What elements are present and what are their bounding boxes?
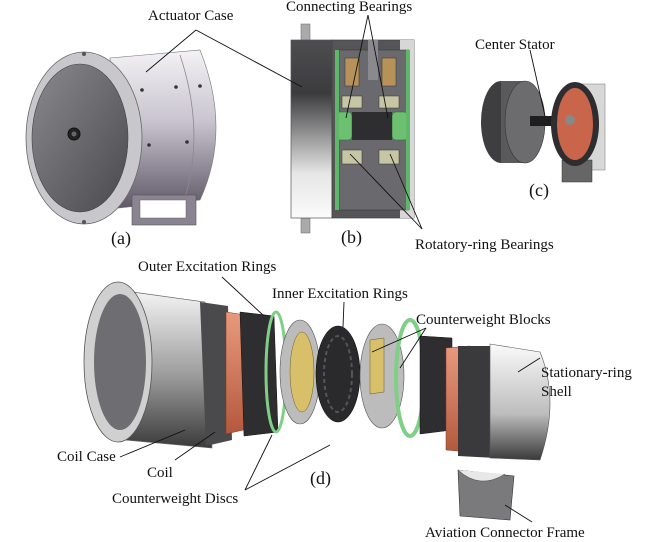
leader-lines	[119, 14, 546, 523]
panel-c-center-stator	[481, 80, 606, 183]
label-connecting-bearings: Connecting Bearings	[286, 0, 413, 15]
outer-excitation-ring-left	[239, 311, 279, 437]
label-outer-excitation-rings: Outer Excitation Rings	[138, 259, 277, 275]
label-counterweight-discs: Counterweight Discs	[112, 491, 239, 507]
leader-actuator-case-a	[145, 29, 197, 73]
stator-shaft	[530, 116, 570, 126]
panel-b-section-view	[290, 23, 415, 234]
leader-aviation-frame	[504, 504, 533, 523]
label-actuator-case: Actuator Case	[148, 8, 234, 24]
actuator-face	[31, 63, 129, 213]
section-rotatory-bearing-right	[378, 149, 400, 165]
leader-shell	[517, 357, 541, 373]
label-counterweight-blocks: Counterweight Blocks	[416, 312, 551, 328]
leader-center-stator	[529, 49, 546, 117]
actuator-case-band	[179, 54, 195, 199]
leader-connecting-bearings-2	[367, 14, 389, 119]
caption-a: (a)	[111, 228, 131, 248]
leader-counterweight-blocks-2	[399, 327, 427, 369]
leader-inner-excitation	[342, 301, 345, 328]
section-outer-case	[290, 39, 333, 219]
label-stationary-ring-shell-1: Stationary-ring	[541, 365, 632, 381]
leader-counterweight-blocks-1	[371, 327, 427, 353]
label-rotatory-ring-bearings: Rotatory-ring Bearings	[415, 237, 554, 253]
section-coil-left	[344, 57, 360, 87]
panel-d-exploded-view	[83, 281, 551, 521]
leader-counterweight-discs-1	[244, 434, 273, 491]
leader-coil-case	[119, 429, 186, 458]
leader-rotatory-1	[349, 153, 423, 230]
leader-coil	[174, 431, 216, 461]
label-coil-case: Coil Case	[57, 449, 116, 465]
inner-excitation-ring	[315, 325, 361, 423]
label-stationary-ring-shell-2: Shell	[541, 384, 572, 400]
caption-c: (c)	[529, 180, 549, 200]
panel-a-actuator	[25, 49, 217, 226]
caption-d: (d)	[310, 468, 331, 488]
section-coil-right	[381, 57, 397, 87]
leader-rotatory-2	[389, 153, 423, 230]
section-rotatory-bearing-left	[341, 149, 363, 165]
label-coil: Coil	[147, 465, 173, 481]
counterweight-block	[369, 337, 385, 395]
leader-counterweight-discs-2	[244, 444, 331, 491]
leader-outer-excitation	[221, 276, 265, 317]
label-aviation-connector-frame: Aviation Connector Frame	[425, 525, 585, 541]
stationary-ring-shell	[489, 343, 551, 461]
leader-actuator-case-b	[195, 29, 303, 88]
label-inner-excitation-rings: Inner Excitation Rings	[272, 286, 408, 302]
leader-connecting-bearings-1	[345, 14, 369, 119]
caption-b: (b)	[341, 227, 362, 247]
section-bearing-right	[391, 111, 409, 141]
label-center-stator: Center Stator	[475, 37, 555, 53]
